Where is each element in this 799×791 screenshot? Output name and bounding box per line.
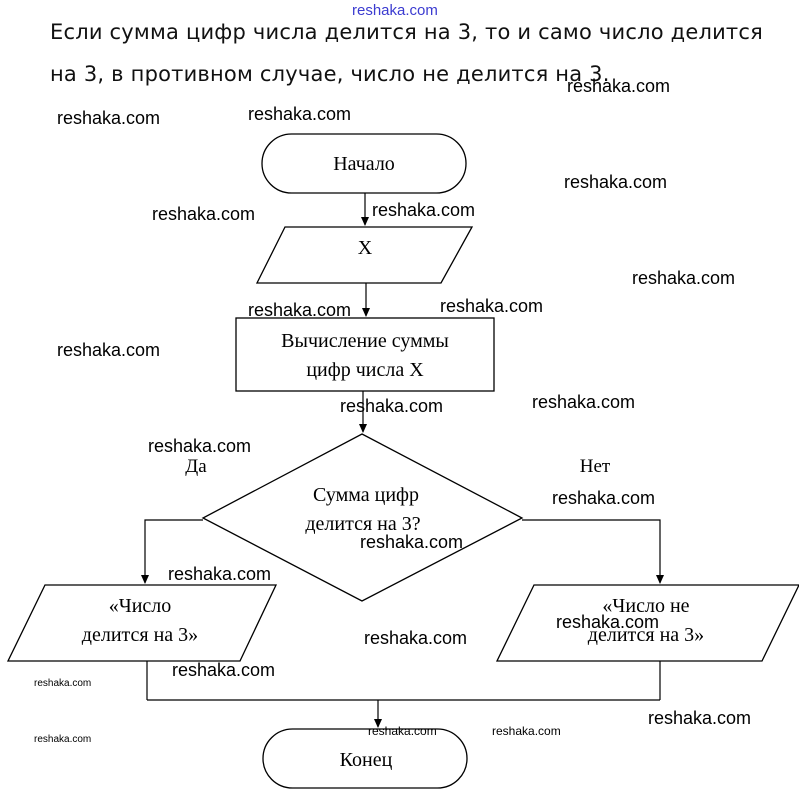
end-label: Конец <box>340 749 393 771</box>
site-header-link[interactable]: reshaka.com <box>352 2 438 19</box>
process-box <box>235 317 495 392</box>
input-parallelogram <box>255 226 474 284</box>
arrow-no-branch <box>522 519 664 584</box>
start-terminator <box>261 133 467 194</box>
intro-line-1: Если сумма цифр числа делится на 3, то и… <box>50 20 763 44</box>
intro-line-2: на 3, в противном случае, число не делит… <box>50 62 610 86</box>
no-label: Нет <box>580 456 611 477</box>
decision-label-line-2: делится на 3? <box>305 513 420 535</box>
process-label-line-1: Вычисление суммы <box>281 330 449 352</box>
output-no-line-2: делится на 3» <box>588 624 704 646</box>
end-terminator <box>262 728 468 789</box>
input-label: X <box>358 237 373 259</box>
decision-diamond <box>201 433 524 602</box>
output-yes-line-2: делится на 3» <box>82 624 198 646</box>
output-yes-line-1: «Число <box>109 595 172 617</box>
start-label: Начало <box>333 153 395 175</box>
process-label-line-2: цифр числа X <box>306 359 424 381</box>
output-no-line-1: «Число не <box>602 595 689 617</box>
arrow-yes-branch <box>141 519 203 584</box>
decision-label-line-1: Сумма цифр <box>313 484 419 506</box>
output-yes-parallelogram <box>6 584 278 662</box>
output-no-parallelogram <box>495 584 799 662</box>
yes-label: Да <box>185 456 207 477</box>
